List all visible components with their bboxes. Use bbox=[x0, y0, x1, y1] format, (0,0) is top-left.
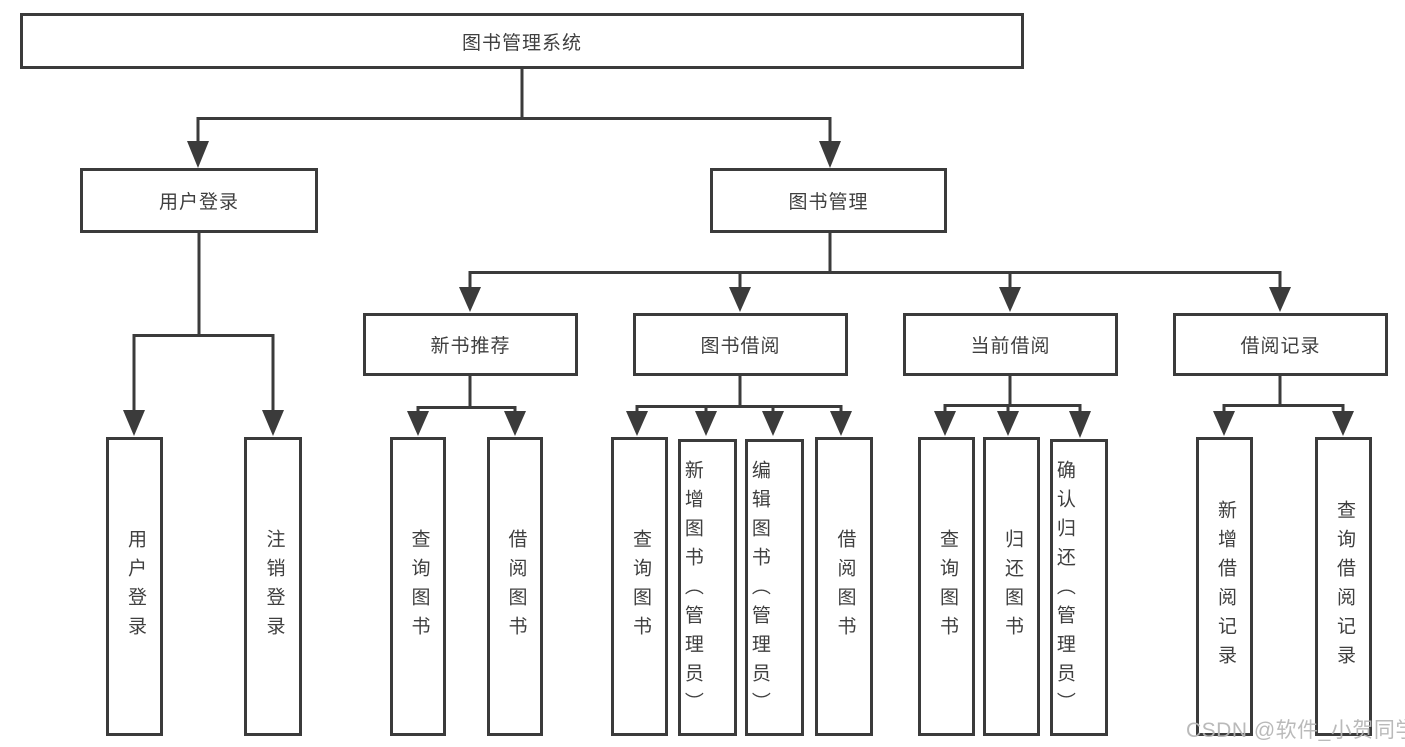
node-label: 图书管理系统 bbox=[461, 32, 582, 54]
leaf-label: 借阅图书 bbox=[834, 528, 856, 645]
node-label: 当前借阅 bbox=[970, 336, 1051, 357]
csdn-watermark: CSDN @软件_小贺同学 bbox=[1186, 719, 1405, 742]
node-book-management: 图书管理 bbox=[710, 168, 947, 233]
node-root-system: 图书管理系统 bbox=[20, 13, 1024, 69]
leaf-label: 用户登录 bbox=[124, 528, 146, 645]
node-label: 新书推荐 bbox=[430, 336, 511, 357]
leaf-label: 注销登录 bbox=[263, 528, 285, 645]
leaf-edit-books-admin: 编辑图书（管理员） bbox=[745, 439, 804, 736]
leaf-add-books-admin: 新增图书（管理员） bbox=[678, 439, 737, 736]
leaf-label: 新增图书（管理员） bbox=[681, 459, 703, 721]
connector-user-login-children bbox=[123, 230, 284, 436]
leaf-query-borrow-record: 查询借阅记录 bbox=[1315, 437, 1372, 736]
leaf-label: 归还图书 bbox=[1001, 528, 1023, 645]
leaf-current-query-books: 查询图书 bbox=[918, 437, 975, 736]
leaf-logout: 注销登录 bbox=[244, 437, 302, 736]
leaf-borrow-query-books: 查询图书 bbox=[611, 437, 668, 736]
node-label: 用户登录 bbox=[158, 192, 239, 213]
leaf-borrow-books: 借阅图书 bbox=[815, 437, 873, 736]
node-book-borrow: 图书借阅 bbox=[633, 313, 848, 376]
connector-current-borrow-group bbox=[934, 372, 1091, 438]
node-new-book-recommend: 新书推荐 bbox=[363, 313, 578, 376]
leaf-label: 确认归还（管理员） bbox=[1053, 459, 1075, 721]
node-label: 图书借阅 bbox=[700, 336, 781, 357]
leaf-label: 查询借阅记录 bbox=[1333, 499, 1355, 674]
leaf-confirm-return-admin: 确认归还（管理员） bbox=[1050, 439, 1108, 736]
connector-book-borrow-group bbox=[626, 373, 852, 436]
connector-book-management-sections bbox=[459, 230, 1291, 312]
leaf-label: 编辑图书（管理员） bbox=[748, 459, 770, 721]
leaf-return-books: 归还图书 bbox=[983, 437, 1040, 736]
connector-borrow-records-group bbox=[1213, 375, 1354, 436]
connector-new-book-group bbox=[407, 375, 526, 436]
leaf-recommend-borrow-books: 借阅图书 bbox=[487, 437, 543, 736]
node-label: 借阅记录 bbox=[1240, 336, 1321, 357]
node-user-login: 用户登录 bbox=[80, 168, 318, 233]
leaf-user-login: 用户登录 bbox=[106, 437, 163, 736]
leaf-label: 新增借阅记录 bbox=[1214, 499, 1236, 674]
leaf-recommend-query-books: 查询图书 bbox=[390, 437, 446, 736]
connector-root-to-level2 bbox=[187, 66, 841, 168]
node-borrow-records: 借阅记录 bbox=[1173, 313, 1388, 376]
leaf-add-borrow-record: 新增借阅记录 bbox=[1196, 437, 1253, 736]
node-label: 图书管理 bbox=[788, 192, 869, 213]
leaf-label: 查询图书 bbox=[629, 528, 651, 645]
leaf-label: 查询图书 bbox=[936, 528, 958, 645]
leaf-label: 借阅图书 bbox=[505, 528, 527, 645]
node-current-borrow: 当前借阅 bbox=[903, 313, 1118, 376]
leaf-label: 查询图书 bbox=[408, 528, 430, 645]
